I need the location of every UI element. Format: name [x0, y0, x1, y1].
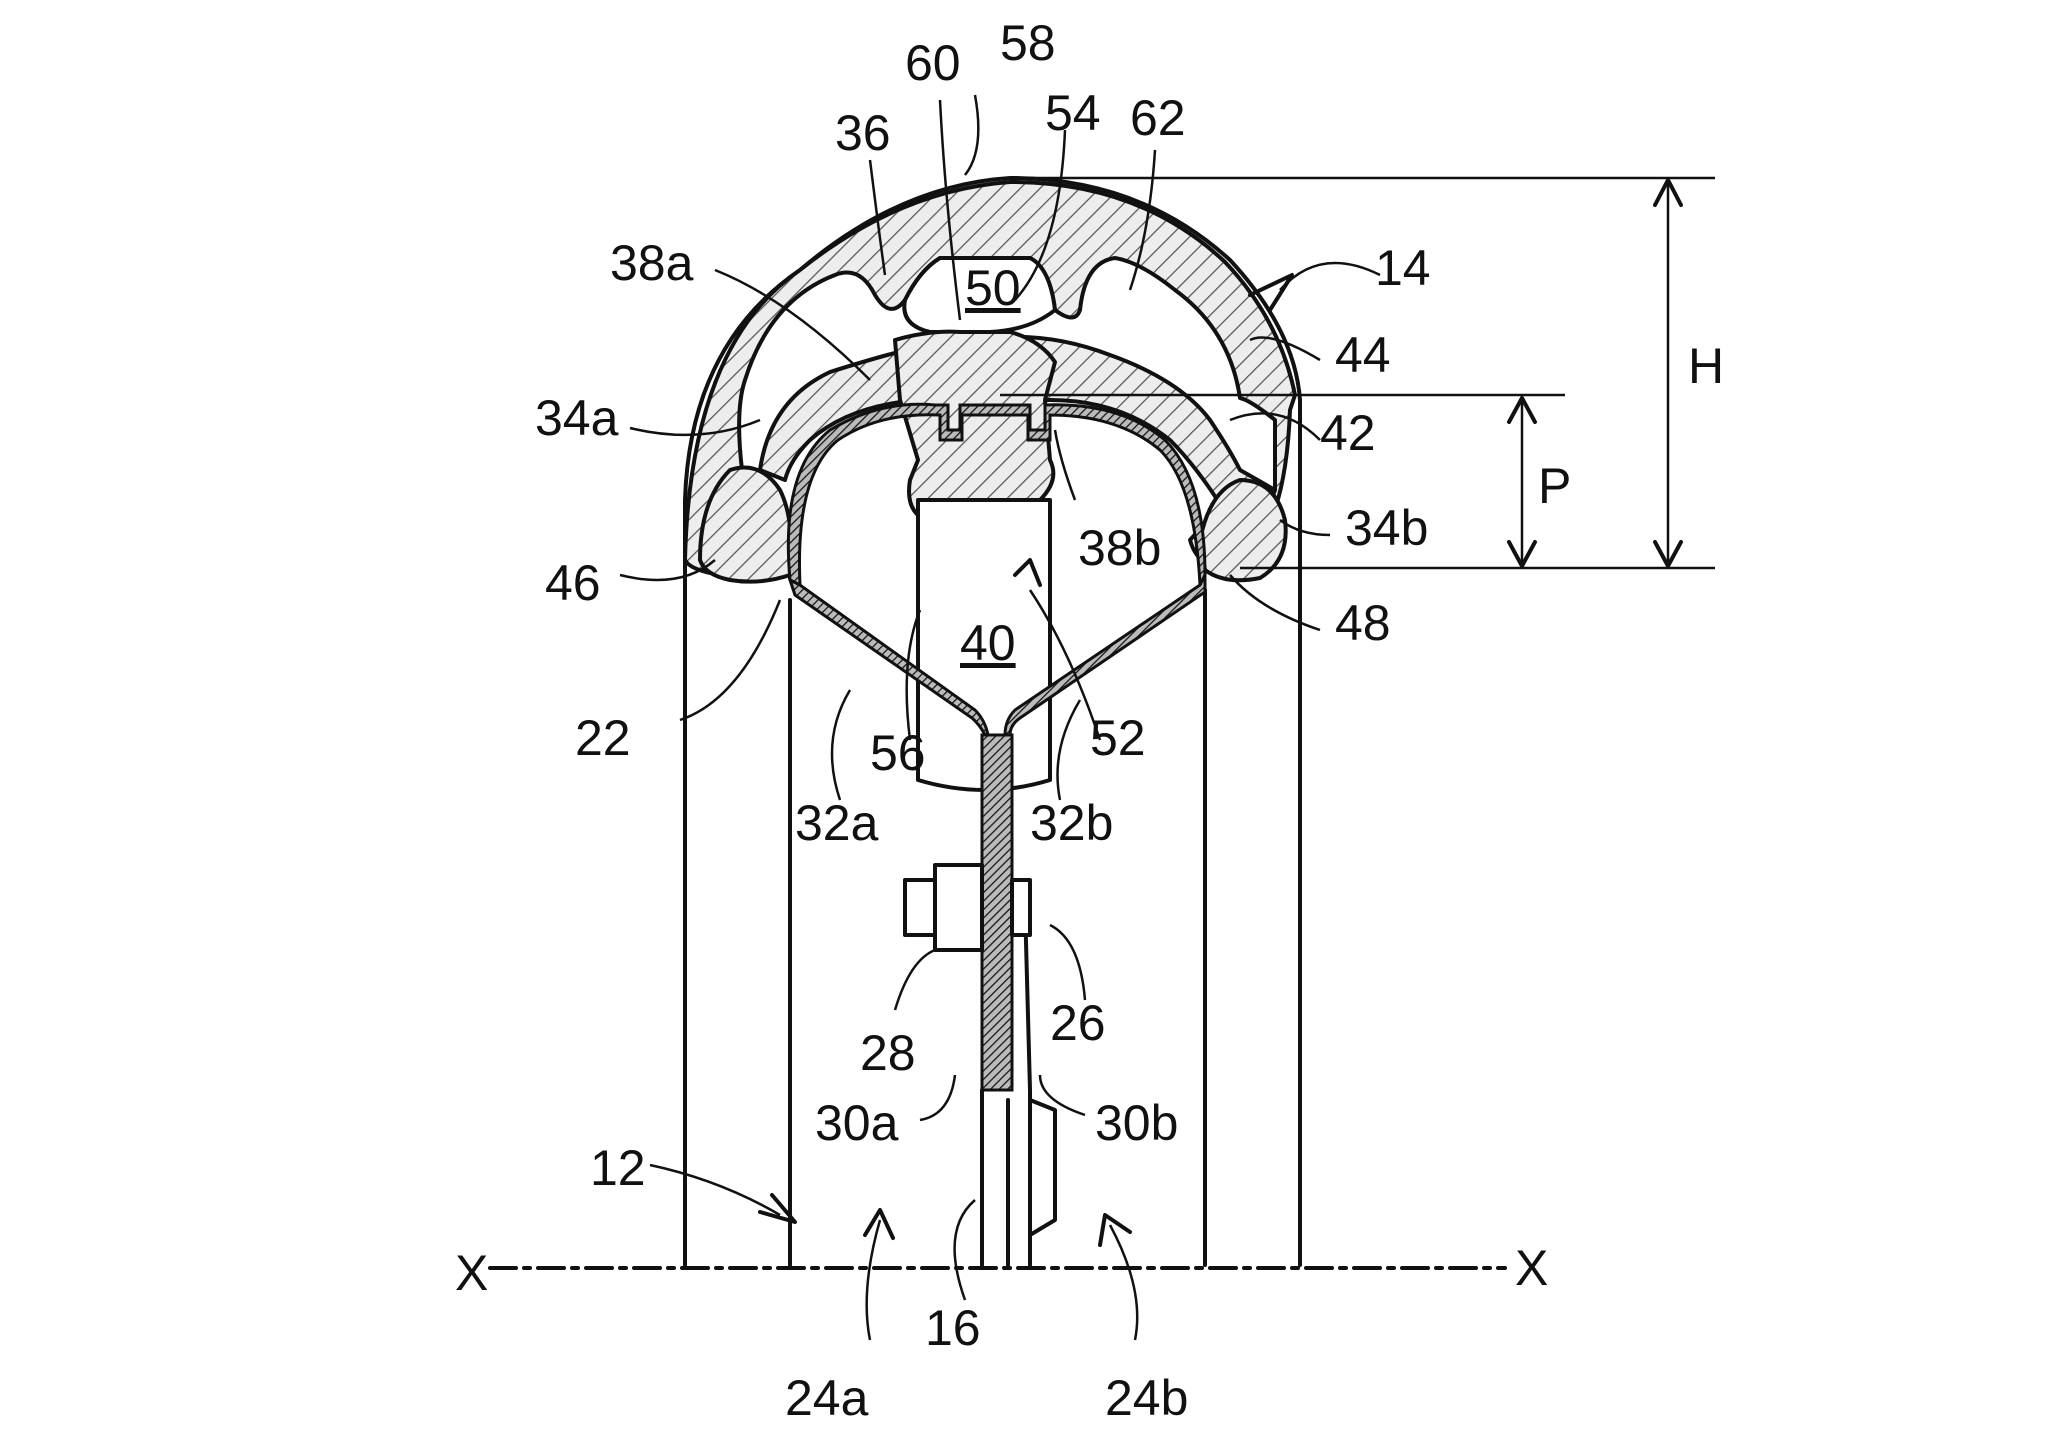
- label-28: 28: [860, 1025, 916, 1081]
- label-X-right: X: [1515, 1240, 1548, 1296]
- label-16: 16: [925, 1300, 981, 1356]
- wheel-disc: [982, 735, 1012, 1090]
- label-50: 50: [965, 260, 1021, 316]
- label-X-left: X: [455, 1245, 488, 1301]
- label-54: 54: [1045, 85, 1101, 141]
- label-52: 52: [1090, 710, 1146, 766]
- label-32b: 32b: [1030, 795, 1113, 851]
- label-12: 12: [590, 1140, 646, 1196]
- label-40: 40: [960, 615, 1016, 671]
- label-42: 42: [1320, 405, 1376, 461]
- label-32a: 32a: [795, 795, 879, 851]
- label-34b: 34b: [1345, 500, 1428, 556]
- label-24a: 24a: [785, 1370, 869, 1426]
- label-P: P: [1538, 458, 1571, 514]
- label-36: 36: [835, 105, 891, 161]
- label-30b: 30b: [1095, 1095, 1178, 1151]
- label-38b: 38b: [1078, 520, 1161, 576]
- label-26: 26: [1050, 995, 1106, 1051]
- label-58: 58: [1000, 15, 1056, 71]
- label-22: 22: [575, 710, 631, 766]
- label-38a: 38a: [610, 235, 694, 291]
- label-60: 60: [905, 35, 961, 91]
- label-48: 48: [1335, 595, 1391, 651]
- label-56: 56: [870, 725, 926, 781]
- label-30a: 30a: [815, 1095, 899, 1151]
- label-44: 44: [1335, 327, 1391, 383]
- label-H: H: [1688, 338, 1724, 394]
- label-46: 46: [545, 555, 601, 611]
- label-24b: 24b: [1105, 1370, 1188, 1426]
- label-62: 62: [1130, 90, 1186, 146]
- label-14: 14: [1375, 240, 1431, 296]
- label-34a: 34a: [535, 390, 619, 446]
